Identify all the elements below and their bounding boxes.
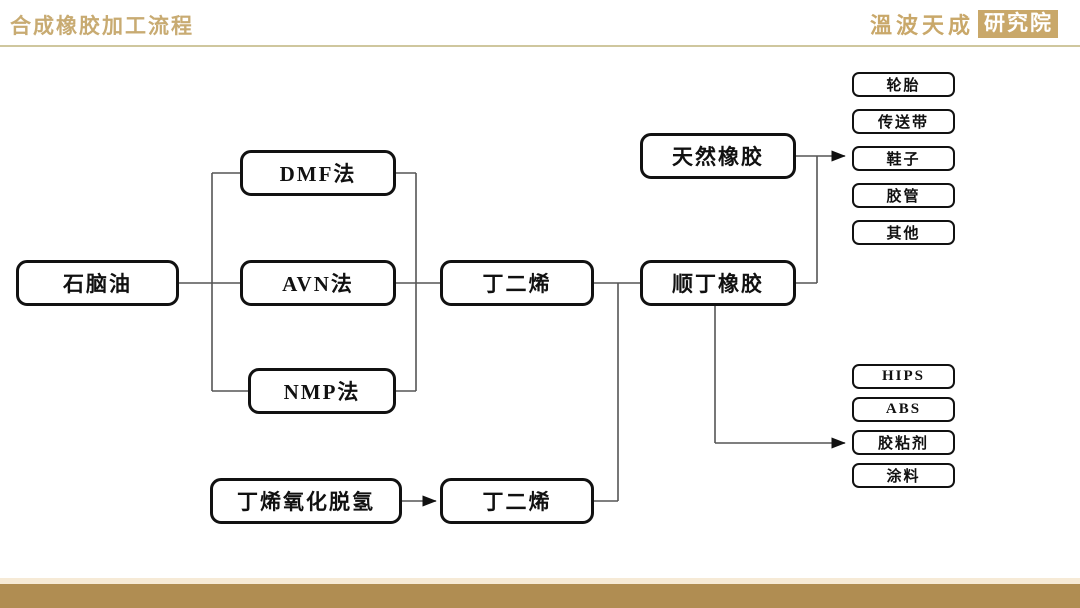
node-nmp-method[interactable]: NMP法 — [248, 368, 396, 414]
footer-bar — [0, 584, 1080, 608]
node-product-adhesive[interactable]: 胶粘剂 — [852, 430, 955, 455]
page-title: 合成橡胶加工流程 — [10, 14, 194, 38]
flowchart-connectors — [179, 150, 846, 507]
logo-wordmark: 溫波天成 — [869, 13, 974, 38]
node-naphtha[interactable]: 石脑油 — [16, 260, 179, 306]
node-butadiene-rubber[interactable]: 顺丁橡胶 — [640, 260, 796, 306]
node-butene-oxidative-dehydrogenation[interactable]: 丁烯氧化脱氢 — [210, 478, 402, 524]
node-dmf-method[interactable]: DMF法 — [240, 150, 396, 196]
node-natural-rubber[interactable]: 天然橡胶 — [640, 133, 796, 179]
logo-badge: 研究院 — [978, 9, 1058, 39]
node-butadiene-primary[interactable]: 丁二烯 — [440, 260, 594, 306]
node-product-other[interactable]: 其他 — [852, 220, 955, 245]
node-product-tire[interactable]: 轮胎 — [852, 72, 955, 97]
header-divider — [0, 45, 1080, 47]
node-avn-method[interactable]: AVN法 — [240, 260, 396, 306]
node-product-coating[interactable]: 涂料 — [852, 463, 955, 488]
node-product-hose[interactable]: 胶管 — [852, 183, 955, 208]
node-product-conveyor-belt[interactable]: 传送带 — [852, 109, 955, 134]
node-product-abs[interactable]: ABS — [852, 397, 955, 422]
node-product-shoes[interactable]: 鞋子 — [852, 146, 955, 171]
node-butadiene-secondary[interactable]: 丁二烯 — [440, 478, 594, 524]
node-product-hips[interactable]: HIPS — [852, 364, 955, 389]
footer-accent-stripe — [0, 578, 1080, 584]
flowchart: 石脑油 DMF法 AVN法 NMP法 丁二烯 天然橡胶 顺丁橡胶 丁烯氧化脱氢 … — [0, 46, 1080, 578]
brand-logo: 溫波天成 研究院 — [870, 8, 1058, 40]
